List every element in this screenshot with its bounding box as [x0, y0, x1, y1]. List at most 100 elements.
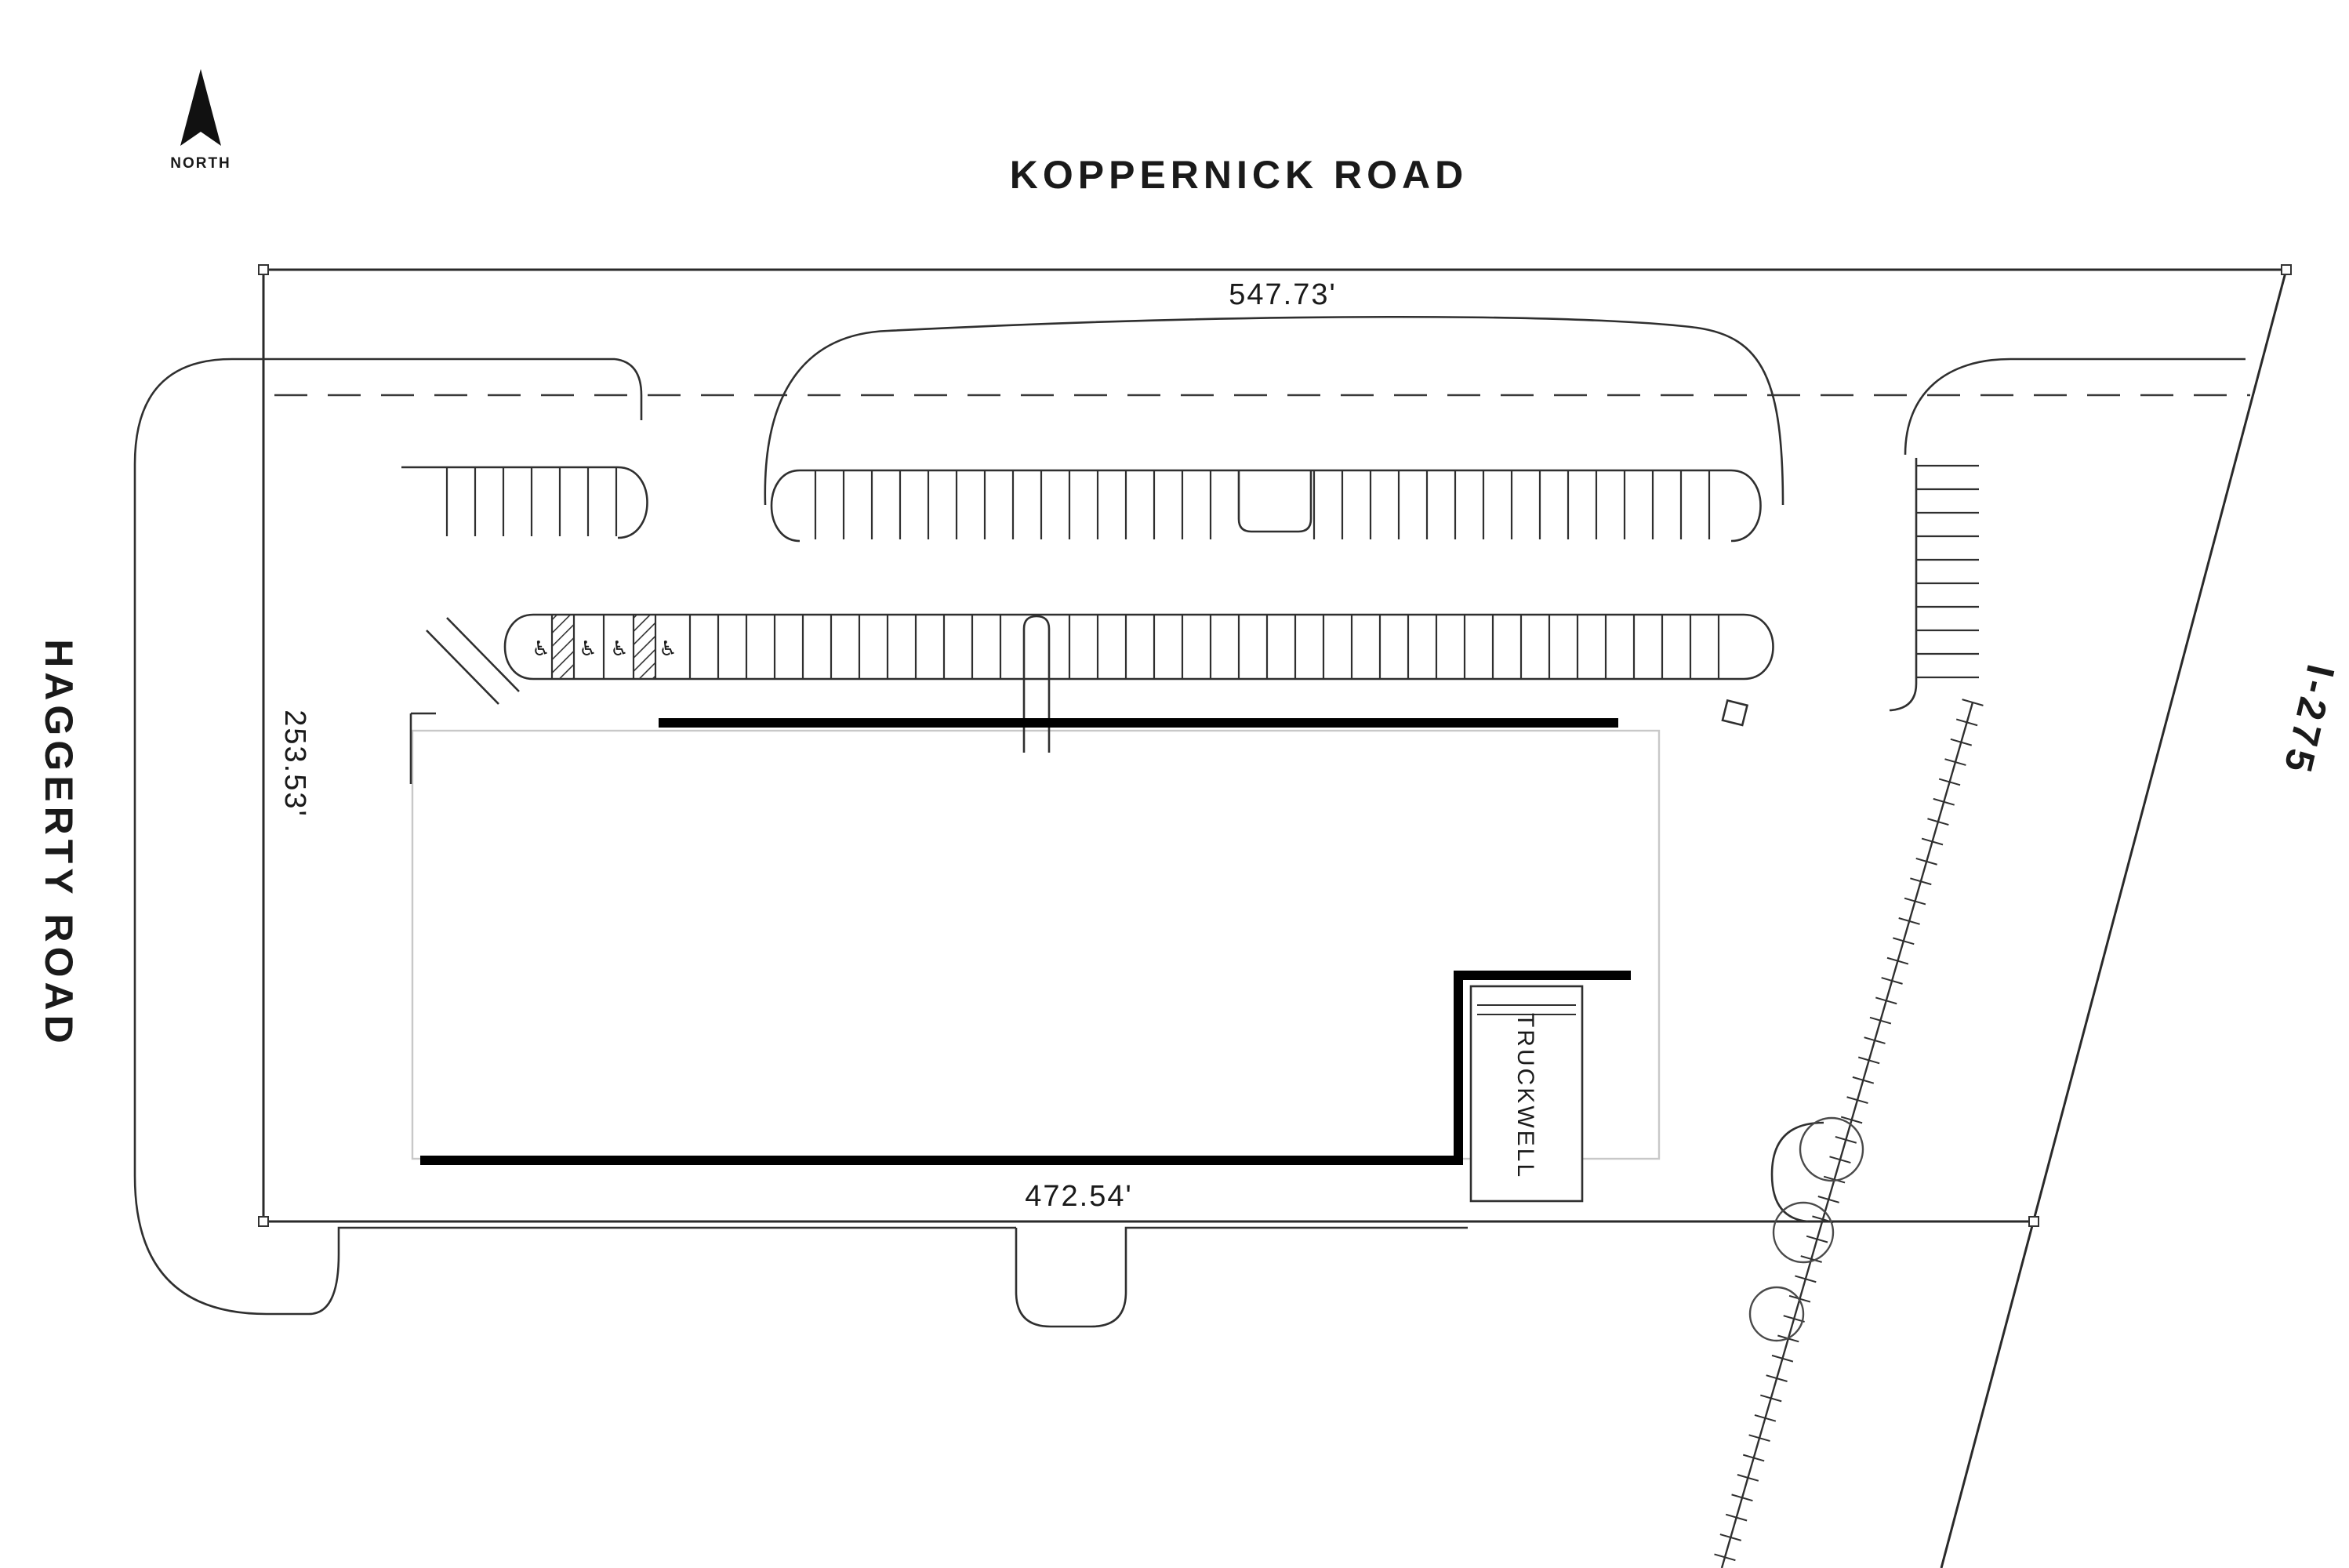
parking-stall-tick [1955, 718, 1978, 727]
koppernick-road-label: KOPPERNICK ROAD [1010, 153, 1468, 197]
dimension-top: 547.73' [1229, 278, 1336, 311]
dimension-left: 253.53' [278, 710, 311, 817]
parking-stalls-center-a [688, 615, 1002, 679]
handicap-hatch-aisle [552, 615, 574, 679]
parking-stall-tick [1904, 897, 1926, 906]
parking-stalls-northwest [445, 467, 618, 536]
parking-stall-tick [1800, 1255, 1822, 1263]
parking-stall-tick [1788, 1294, 1811, 1303]
handicap-stall-dividers [550, 615, 657, 679]
wheelchair-icon: ♿ [659, 637, 677, 661]
handicap-hatch-aisle [634, 615, 655, 679]
corner-pin [2028, 1216, 2039, 1227]
wheelchair-icon: ♿ [579, 637, 597, 661]
parking-stall-tick [1875, 996, 1897, 1005]
parking-stall-tick [1835, 1135, 1857, 1144]
parking-stall-tick [1812, 1215, 1834, 1224]
building-corner-detail [409, 712, 436, 784]
east-drive-flare [1904, 358, 2246, 456]
west-drive-flare [614, 358, 643, 420]
parking-stall-tick [1829, 1156, 1851, 1164]
parking-stall-tick [1760, 1394, 1782, 1403]
truckwell-dock-edge [1477, 1004, 1576, 1015]
parking-stalls-north-b [1312, 470, 1711, 539]
parking-stall-tick [1766, 1374, 1788, 1382]
parking-stall-tick [1795, 1275, 1817, 1283]
parking-stall-tick [1915, 857, 1937, 866]
wheelchair-icon: ♿ [610, 637, 628, 661]
site-curbs [133, 315, 2246, 1328]
parking-stall-tick [1754, 1414, 1777, 1422]
parking-stall-tick [1817, 1196, 1839, 1203]
north-arrow: NORTH [170, 69, 231, 172]
building-south-face [420, 971, 1631, 1165]
landscape-hedge-line [1714, 699, 1984, 1568]
building-face-lines [420, 718, 1631, 1165]
parking-stall-tick [1921, 837, 1944, 846]
parking-stall-tick [1737, 1474, 1759, 1482]
truckwell-pit [1469, 985, 1584, 1203]
bush-icon [1772, 1201, 1835, 1264]
parking-stalls-center-b [1068, 615, 1720, 679]
north-stall-baseline [770, 469, 1762, 543]
parking-stall-tick [1846, 1096, 1868, 1104]
parking-stall-tick [1748, 1434, 1770, 1443]
parking-stall-tick [1893, 937, 1915, 946]
parking-stalls-east [1916, 464, 1979, 679]
haggerty-road-label: HAGGERTY ROAD [37, 639, 81, 1048]
truckwell: TRUCKWELL [1469, 985, 1584, 1203]
parking-stall-tick [1864, 1036, 1886, 1044]
parking-stall-tick [1852, 1076, 1875, 1084]
wheelchair-icon: ♿ [532, 637, 550, 661]
corner-pin [258, 264, 269, 275]
parking-stall-tick [1927, 818, 1949, 826]
haggerty-curb-and-south-apron [133, 358, 1468, 1328]
parking-stall-tick [1783, 1315, 1805, 1323]
north-arrow-icon [180, 69, 221, 146]
parking-stall-tick [1806, 1235, 1828, 1243]
parking-stall-tick [1719, 1534, 1742, 1541]
handicap-parking-area: ♿ ♿ ♿ ♿ [532, 615, 677, 679]
parking-stall-tick [1938, 778, 1961, 786]
parking-stalls-north-a [814, 470, 1212, 539]
i275-label: I-275 [2275, 661, 2343, 781]
main-drive-sweep-curb [764, 315, 1784, 506]
east-stall-baseline [1889, 458, 1918, 712]
parking-stall-tick [1714, 1553, 1736, 1562]
parking-stall-tick [1771, 1354, 1794, 1363]
parking-stall-tick [1950, 738, 1973, 746]
north-label: NORTH [170, 155, 231, 172]
bush-icon [1748, 1286, 1805, 1342]
parking-stall-tick [1898, 917, 1920, 925]
parking-stall-tick [1944, 758, 1966, 766]
parking-stall-tick [1742, 1454, 1765, 1462]
catch-basin [1721, 699, 1749, 727]
truckwell-label: TRUCKWELL [1512, 1013, 1538, 1179]
parking-stall-tick [1910, 877, 1932, 886]
corner-pin [2281, 264, 2292, 275]
property-boundary [258, 264, 2292, 1568]
entry-walk-stub [1022, 615, 1051, 753]
boundary-left-bottom [262, 270, 2034, 1223]
parking-stall-tick [1962, 699, 1984, 706]
ramp-diagonals [426, 617, 520, 705]
dimension-bottom: 472.54' [1025, 1180, 1132, 1213]
parking-stall-tick [1840, 1116, 1863, 1124]
boundary-top-right [263, 268, 2288, 1568]
parking-stall-tick [1857, 1056, 1880, 1065]
southeast-curb-hook [1770, 1121, 1824, 1223]
parking-stall-tick [1869, 1016, 1892, 1025]
north-row-island [1237, 470, 1312, 533]
parking-stall-tick [1731, 1494, 1753, 1502]
bush-icon [1799, 1116, 1864, 1182]
corner-pin [258, 1216, 269, 1227]
parking-stall-tick [1933, 797, 1955, 806]
island-cap-west [617, 466, 648, 539]
parking-stall-tick [1725, 1513, 1748, 1522]
hedge-ticks [1714, 699, 1984, 1562]
parking-stall-tick [1823, 1175, 1846, 1184]
parking-stall-tick [1886, 956, 1909, 965]
hedge-line [1720, 702, 1974, 1568]
